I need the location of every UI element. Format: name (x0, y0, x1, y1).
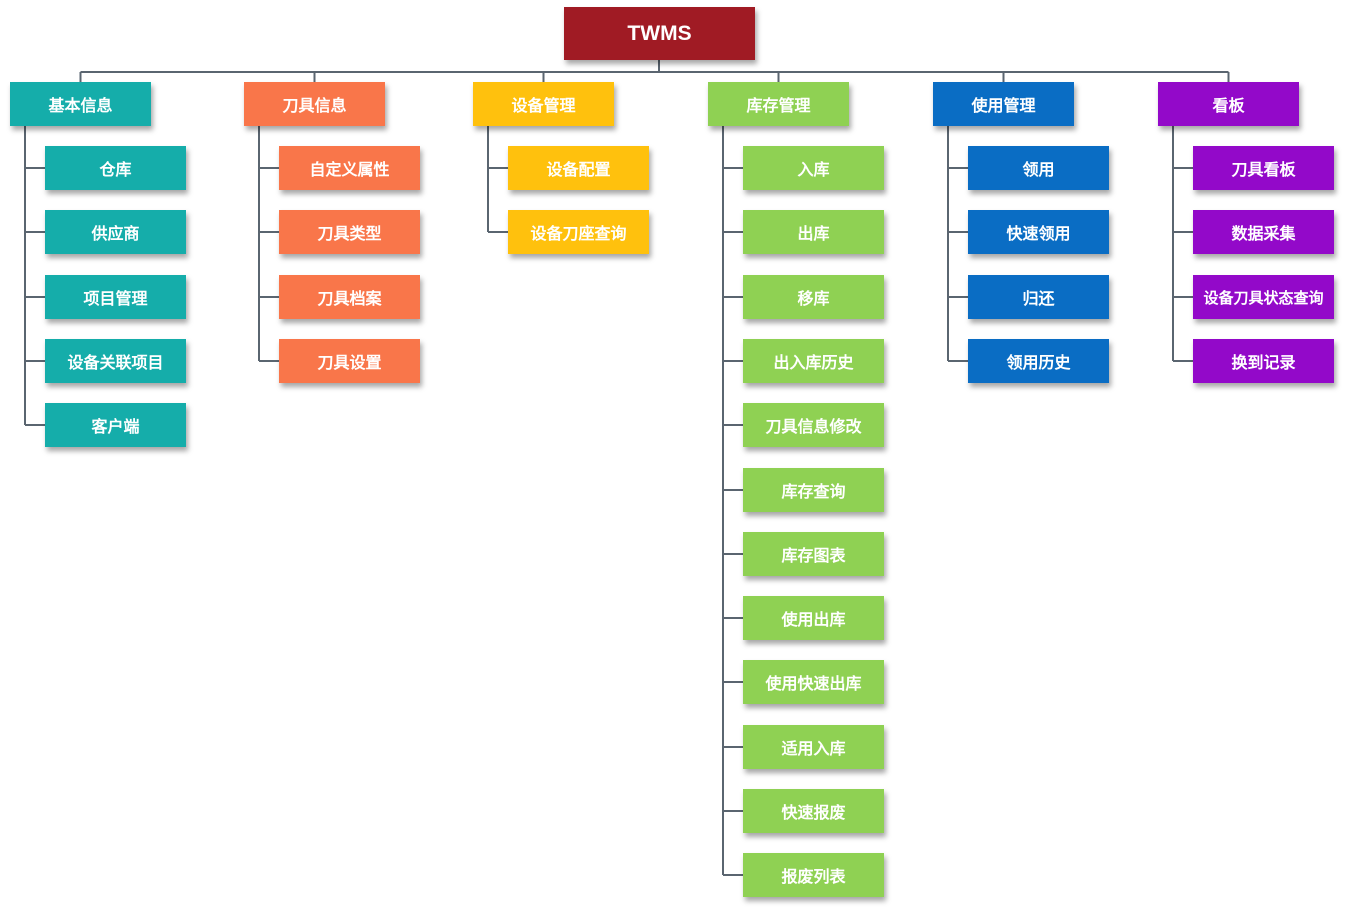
child-usage-stock-out[interactable]: 使用出库 (743, 596, 884, 640)
child-stock-query[interactable]: 库存查询 (743, 468, 884, 512)
child-change-record[interactable]: 换到记录 (1193, 339, 1334, 383)
category-usage-management[interactable]: 使用管理 (933, 82, 1074, 126)
child-client[interactable]: 客户端 (45, 403, 186, 447)
category-equipment-management[interactable]: 设备管理 (473, 82, 614, 126)
child-tool-info-edit[interactable]: 刀具信息修改 (743, 403, 884, 447)
child-return[interactable]: 归还 (968, 275, 1109, 319)
category-inventory-management[interactable]: 库存管理 (708, 82, 849, 126)
child-tool-settings[interactable]: 刀具设置 (279, 339, 420, 383)
child-equipment-config[interactable]: 设备配置 (508, 146, 649, 190)
child-tool-archive[interactable]: 刀具档案 (279, 275, 420, 319)
child-quick-scrap[interactable]: 快速报废 (743, 789, 884, 833)
child-tool-type[interactable]: 刀具类型 (279, 210, 420, 254)
child-tool-dashboard[interactable]: 刀具看板 (1193, 146, 1334, 190)
child-project-management[interactable]: 项目管理 (45, 275, 186, 319)
child-stock-transfer[interactable]: 移库 (743, 275, 884, 319)
child-requisition[interactable]: 领用 (968, 146, 1109, 190)
child-scrap-list[interactable]: 报废列表 (743, 853, 884, 897)
child-equipment-tool-seat-query[interactable]: 设备刀座查询 (508, 210, 649, 254)
child-return-stock-in[interactable]: 适用入库 (743, 725, 884, 769)
category-tool-info[interactable]: 刀具信息 (244, 82, 385, 126)
child-quick-requisition[interactable]: 快速领用 (968, 210, 1109, 254)
category-basic-info[interactable]: 基本信息 (10, 82, 151, 126)
child-equipment-linked-project[interactable]: 设备关联项目 (45, 339, 186, 383)
child-stock-in[interactable]: 入库 (743, 146, 884, 190)
child-stock-chart[interactable]: 库存图表 (743, 532, 884, 576)
child-custom-attributes[interactable]: 自定义属性 (279, 146, 420, 190)
child-warehouse[interactable]: 仓库 (45, 146, 186, 190)
category-dashboard[interactable]: 看板 (1158, 82, 1299, 126)
root-node-twms[interactable]: TWMS (564, 7, 755, 60)
child-supplier[interactable]: 供应商 (45, 210, 186, 254)
child-equipment-tool-status-query[interactable]: 设备刀具状态查询 (1193, 275, 1334, 319)
child-requisition-history[interactable]: 领用历史 (968, 339, 1109, 383)
child-data-collection[interactable]: 数据采集 (1193, 210, 1334, 254)
child-usage-quick-stock-out[interactable]: 使用快速出库 (743, 660, 884, 704)
child-inout-history[interactable]: 出入库历史 (743, 339, 884, 383)
child-stock-out[interactable]: 出库 (743, 210, 884, 254)
